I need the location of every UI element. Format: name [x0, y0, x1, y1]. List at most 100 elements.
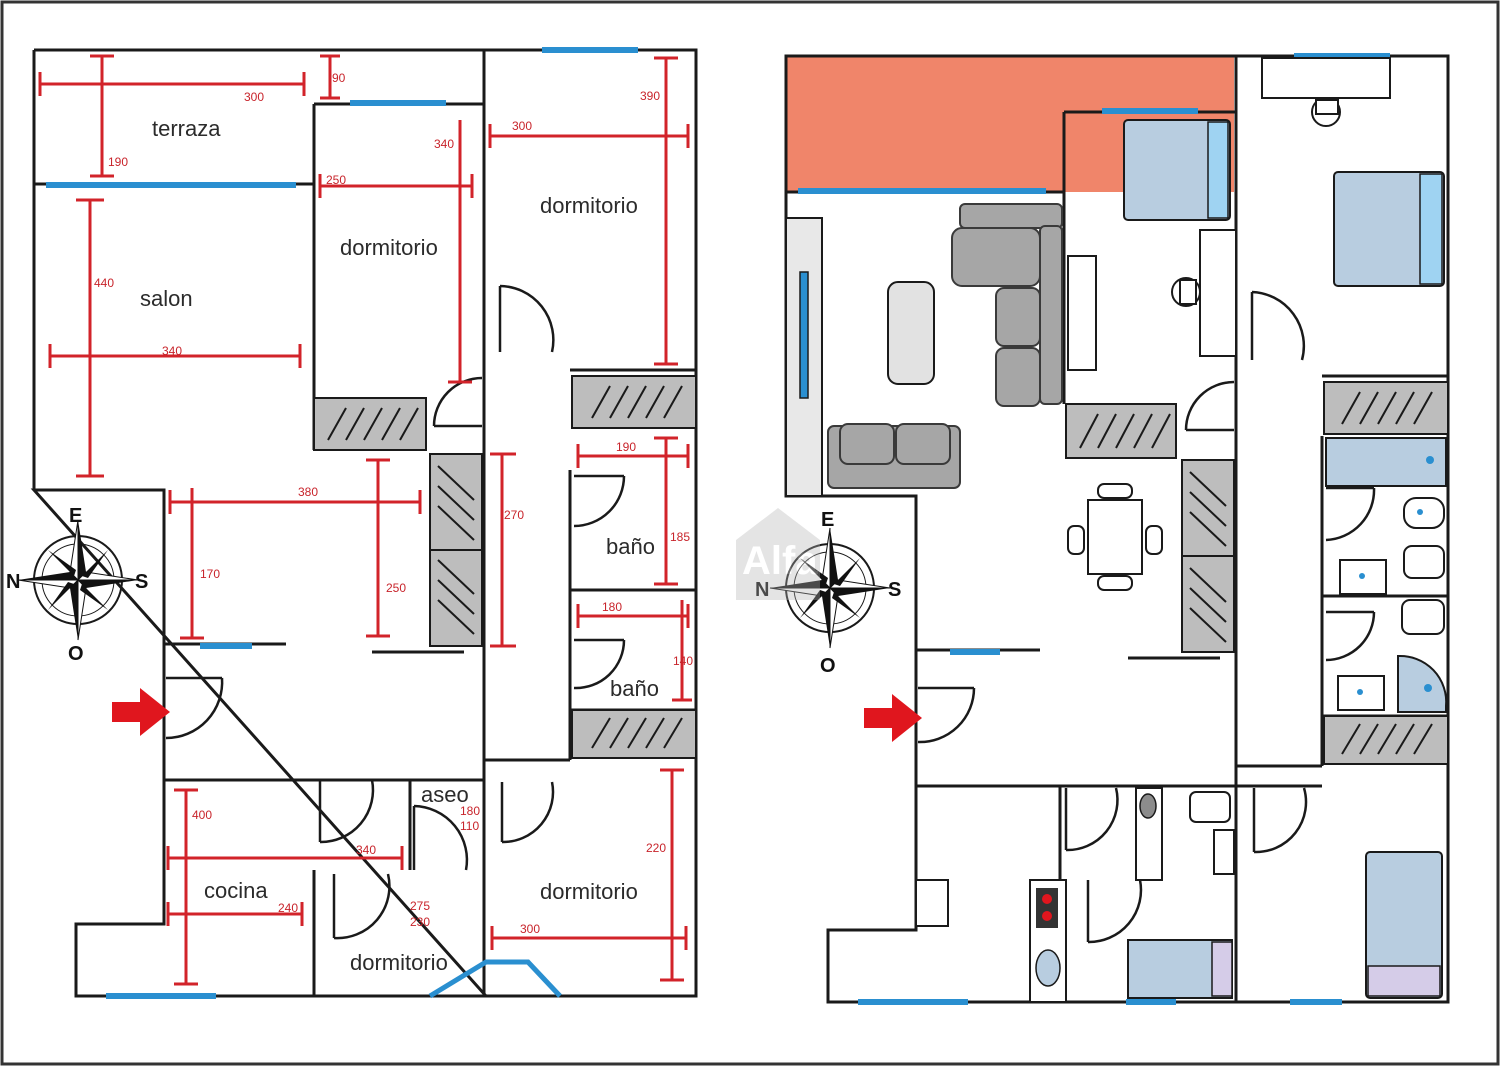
- bathtub: [1325, 437, 1447, 487]
- desk: [1199, 229, 1237, 357]
- dining-table: [1067, 483, 1163, 591]
- pillow: [1419, 173, 1443, 285]
- door-swing: [332, 873, 391, 940]
- compass-north-label: N: [6, 571, 20, 593]
- door-swing: [412, 804, 469, 871]
- bed: [1123, 119, 1231, 221]
- room-label-aseo: aseo: [421, 782, 469, 807]
- room-label-terraza: terraza: [152, 116, 221, 141]
- door-swing: [573, 638, 626, 690]
- plan-original: 300 190 90 340 250 300 390 440 340 380 1…: [6, 47, 698, 999]
- compass-rose: [17, 519, 139, 641]
- interior-walls-right: [1234, 374, 1448, 786]
- door-swing: [432, 376, 483, 428]
- watermark-text: Alfa: [742, 539, 818, 583]
- watermark: Alfa: [736, 508, 820, 600]
- compass-north-label: N: [755, 579, 769, 601]
- sink: [1337, 675, 1385, 711]
- kitchen-sink: [1035, 949, 1061, 987]
- dimension-label: 250: [326, 173, 346, 187]
- pillow: [1207, 121, 1229, 219]
- dimension-label: 250: [386, 581, 406, 595]
- stove: [1036, 888, 1058, 928]
- room-label-dormitorio: dormitorio: [540, 879, 638, 904]
- room-label-dormitorio: dormitorio: [350, 950, 448, 975]
- counter: [915, 879, 949, 927]
- dimension-label: 340: [434, 137, 454, 151]
- dimension-label: 240: [278, 901, 298, 915]
- bed: [1365, 851, 1443, 999]
- door-swing: [1325, 486, 1376, 542]
- chair: [1171, 277, 1201, 307]
- compass-east-label: E: [69, 505, 82, 527]
- closet: [1323, 381, 1449, 435]
- compass-south-label: S: [135, 571, 148, 593]
- dimension-label: 400: [192, 808, 212, 822]
- closet: [1323, 715, 1449, 765]
- closet: [571, 375, 697, 429]
- closet: [571, 709, 697, 759]
- entrance-door: [165, 676, 224, 740]
- entrance-arrow: [112, 688, 170, 736]
- interior-walls-right: [482, 368, 696, 760]
- dimension-label: 275: [410, 899, 430, 913]
- compass-east-label: E: [821, 509, 834, 531]
- dimension-label: 390: [640, 89, 660, 103]
- dimension-label: 440: [94, 276, 114, 290]
- entrance-door: [917, 686, 976, 744]
- dimension-label: 270: [504, 508, 524, 522]
- room-label-dormitorio: dormitorio: [340, 235, 438, 260]
- compass-south-label: S: [888, 579, 901, 601]
- sink: [1139, 793, 1157, 819]
- compass-west-label: O: [68, 643, 84, 665]
- bed: [1333, 171, 1445, 287]
- exterior-wall: [784, 54, 1450, 1004]
- coffee-table: [887, 281, 935, 385]
- door-swing: [1325, 610, 1376, 662]
- room-label-dormitorio: dormitorio: [540, 193, 638, 218]
- dimension-label: 300: [244, 90, 264, 104]
- washbasin: [1213, 829, 1235, 875]
- corner-sofa: [951, 203, 1063, 407]
- closet: [1181, 459, 1235, 653]
- door-swing: [498, 284, 555, 353]
- door-swing: [573, 474, 626, 528]
- dimension-label: 140: [673, 654, 693, 668]
- toilet: [1403, 497, 1445, 529]
- closet: [313, 397, 427, 451]
- dimension-label: 340: [356, 843, 376, 857]
- door-swing: [1252, 787, 1308, 854]
- bay-window: [428, 959, 562, 999]
- dimension-label: 180: [460, 804, 480, 818]
- dimension-label: 170: [200, 567, 220, 581]
- dimension-label: 300: [512, 119, 532, 133]
- compass-west-label: O: [820, 655, 836, 677]
- door-swing: [1064, 787, 1119, 852]
- room-label-cocina: cocina: [204, 878, 268, 903]
- door-swing: [1184, 380, 1235, 432]
- plan-furnished: E N S O: [755, 53, 1450, 1005]
- dimension-label: 230: [410, 915, 430, 929]
- exterior-wall: [30, 48, 698, 998]
- door-swing: [1250, 290, 1306, 361]
- dimension-label: 90: [332, 71, 346, 85]
- dimension-label: 185: [670, 530, 690, 544]
- interior-walls-bottom: [916, 764, 1322, 1002]
- pillow: [1367, 965, 1441, 997]
- dimension-label: 180: [602, 600, 622, 614]
- desk: [1261, 57, 1391, 99]
- pillow: [1211, 941, 1233, 997]
- shower: [1397, 654, 1448, 713]
- drain: [1426, 456, 1434, 464]
- sofa: [827, 423, 961, 489]
- room-label-salon: salon: [140, 286, 193, 311]
- closet: [429, 453, 483, 647]
- dimension-label: 380: [298, 485, 318, 499]
- interior-walls-bottom: [164, 758, 570, 996]
- dimension-label: 300: [520, 922, 540, 936]
- chair: [1311, 97, 1341, 127]
- dimension-label: 110: [460, 819, 479, 833]
- room-label-bano: baño: [606, 534, 655, 559]
